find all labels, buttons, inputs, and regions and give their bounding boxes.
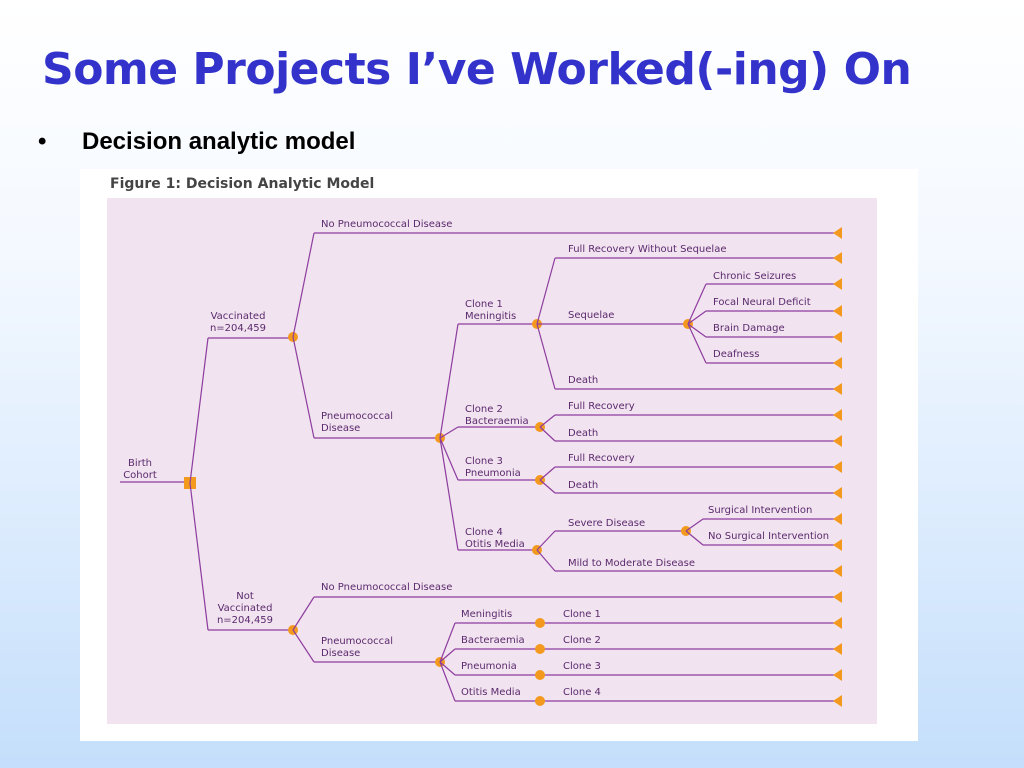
chance-node (535, 670, 545, 680)
terminal-node (833, 539, 842, 551)
terminal-node (833, 305, 842, 317)
tree-label-vacc-none: No Pneumococcal Disease (321, 219, 453, 230)
terminal-node (833, 278, 842, 290)
tree-label-nv-pneumonia: Pneumonia (461, 661, 517, 672)
terminal-node (833, 513, 842, 525)
tree-label-c4-mild: Mild to Moderate Disease (568, 558, 695, 569)
branch-line (536, 530, 556, 551)
terminal-node (833, 617, 842, 629)
tree-label-nv-m-clone: Clone 1 (563, 609, 601, 620)
tree-label-seq-focal: Focal Neural Deficit (713, 297, 811, 308)
branch-line (687, 323, 707, 338)
tree-label-nv-none: No Pneumococcal Disease (321, 582, 453, 593)
branch-line (439, 437, 459, 481)
branch-line (292, 336, 315, 439)
terminal-node (833, 383, 842, 395)
branch-line (189, 482, 209, 631)
terminal-node (833, 409, 842, 421)
branch-line (539, 414, 556, 428)
branch-line (687, 310, 707, 325)
tree-label-nv-b-clone: Clone 2 (563, 635, 601, 646)
branch-line (439, 426, 459, 439)
branch-line (292, 232, 315, 338)
terminal-node (833, 435, 842, 447)
tree-label-c4-severe: Severe Disease (568, 518, 646, 529)
branch-line (189, 337, 209, 484)
branch-line (539, 479, 556, 494)
branch-line (439, 437, 459, 551)
terminal-node (833, 643, 842, 655)
branch-line (536, 323, 556, 390)
tree-label-c1-death: Death (568, 375, 599, 386)
tree-label-nv-bacteraemia: Bacteraemia (461, 635, 525, 646)
tree-label-seq-seizures: Chronic Seizures (713, 271, 797, 282)
tree-label-sev-surgical: Surgical Intervention (708, 505, 813, 516)
terminal-node (833, 331, 842, 343)
figure-caption: Figure 1: Decision Analytic Model (110, 176, 375, 192)
tree-label-c2-death: Death (568, 428, 599, 439)
branch-line (439, 622, 456, 663)
branch-line (292, 596, 315, 631)
tree-label-c2-full: Full Recovery (568, 401, 635, 412)
tree-label-nv-otitis: Otitis Media (461, 687, 521, 698)
chance-node (535, 696, 545, 706)
tree-label-nv-meningitis: Meningitis (461, 609, 513, 620)
tree-label-c1-sequelae: Sequelae (568, 310, 615, 321)
tree-label-nv-o-clone: Clone 4 (563, 687, 601, 698)
branch-line (687, 323, 707, 364)
branch-line (439, 648, 456, 663)
terminal-node (833, 227, 842, 239)
chance-node (535, 618, 545, 628)
tree-label-seq-deaf: Deafness (713, 349, 760, 360)
terminal-node (833, 565, 842, 577)
branch-line (685, 518, 704, 532)
slide-title: Some Projects I’ve Worked(-ing) On (42, 44, 912, 95)
terminal-node (833, 695, 842, 707)
branch-line (439, 323, 459, 439)
terminal-node (833, 461, 842, 473)
bullet-item: • Decision analytic model (38, 128, 355, 156)
branch-line (539, 426, 556, 442)
chance-node (535, 644, 545, 654)
branch-line (439, 661, 456, 676)
tree-label-seq-brain: Brain Damage (713, 323, 785, 334)
branch-line (292, 629, 315, 663)
branch-line (687, 283, 707, 325)
terminal-node (833, 487, 842, 499)
branch-line (539, 466, 556, 481)
tree-label-c1-full: Full Recovery Without Sequelae (568, 244, 727, 255)
tree-label-nv-p-clone: Clone 3 (563, 661, 601, 672)
terminal-node (833, 669, 842, 681)
branch-line (536, 549, 556, 572)
terminal-node (833, 252, 842, 264)
decision-tree-lines (120, 227, 842, 707)
tree-label-sev-nosurgical: No Surgical Intervention (708, 531, 830, 542)
tree-label-c3-full: Full Recovery (568, 453, 635, 464)
bullet-text: Decision analytic model (82, 128, 356, 155)
bullet-dot: • (38, 128, 47, 155)
branch-line (439, 661, 456, 702)
branch-line (536, 257, 556, 325)
terminal-node (833, 357, 842, 369)
terminal-node (833, 591, 842, 603)
tree-label-c3-death: Death (568, 480, 599, 491)
branch-line (685, 530, 704, 546)
